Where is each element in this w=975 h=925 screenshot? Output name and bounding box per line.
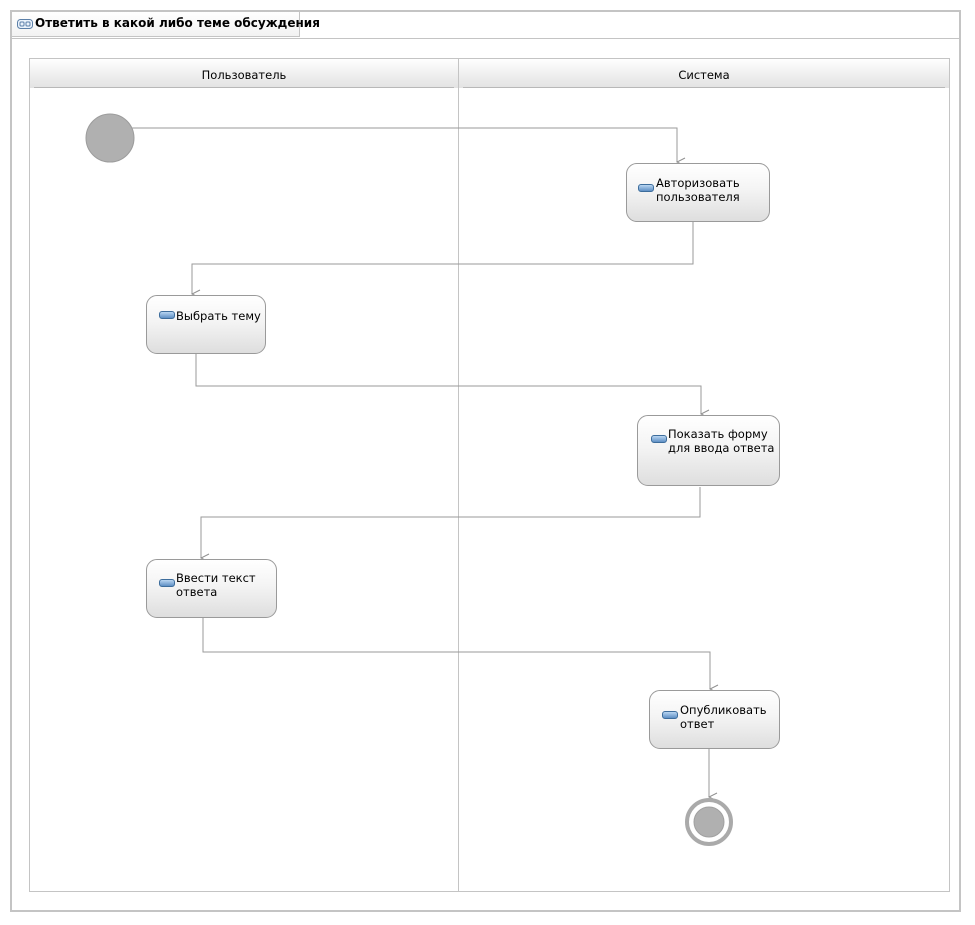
action-label-publish: Опубликовать ответ	[680, 703, 767, 731]
action-icon	[651, 435, 667, 443]
lane-label-user: Пользователь	[201, 68, 287, 82]
action-enter-reply-text[interactable]	[146, 559, 277, 618]
action-icon	[638, 184, 654, 192]
activity-partition	[29, 58, 950, 892]
action-icon	[159, 311, 175, 319]
lane-header-user	[30, 59, 458, 88]
activity-diagram-icon	[17, 19, 33, 29]
edge-show-form-to-enter-text[interactable]	[201, 487, 701, 558]
action-icon	[662, 711, 678, 719]
action-icon	[159, 579, 175, 587]
action-label-choose-topic: Выбрать тему	[176, 309, 261, 323]
action-label-authorize: Авторизовать пользователя	[656, 176, 740, 204]
diagram-title: Ответить в какой либо теме обсуждения	[35, 16, 320, 30]
action-label-show-form: Показать форму для ввода ответа	[668, 427, 775, 455]
lane-label-system: Система	[678, 68, 730, 82]
action-authorize-user[interactable]	[626, 163, 770, 222]
lane-header-underline-user	[34, 87, 454, 88]
edge-authorize-to-choose-topic[interactable]	[192, 222, 694, 294]
action-show-reply-form[interactable]	[637, 415, 780, 486]
edge-start-to-authorize[interactable]	[132, 127, 677, 162]
edge-choose-topic-to-show-form[interactable]	[195, 354, 701, 414]
action-label-enter-text: Ввести текст ответа	[176, 571, 256, 599]
final-node[interactable]	[685, 798, 733, 846]
action-choose-topic[interactable]	[146, 295, 266, 354]
diagram-frame	[10, 10, 961, 912]
action-publish-reply[interactable]	[649, 690, 780, 749]
lane-divider	[458, 59, 459, 891]
initial-node[interactable]	[85, 113, 135, 163]
title-separator	[12, 38, 960, 39]
diagram-title-tab	[12, 12, 300, 37]
edge-enter-text-to-publish[interactable]	[202, 618, 710, 689]
lane-header-system	[459, 59, 949, 88]
lane-header-underline-system	[463, 87, 945, 88]
